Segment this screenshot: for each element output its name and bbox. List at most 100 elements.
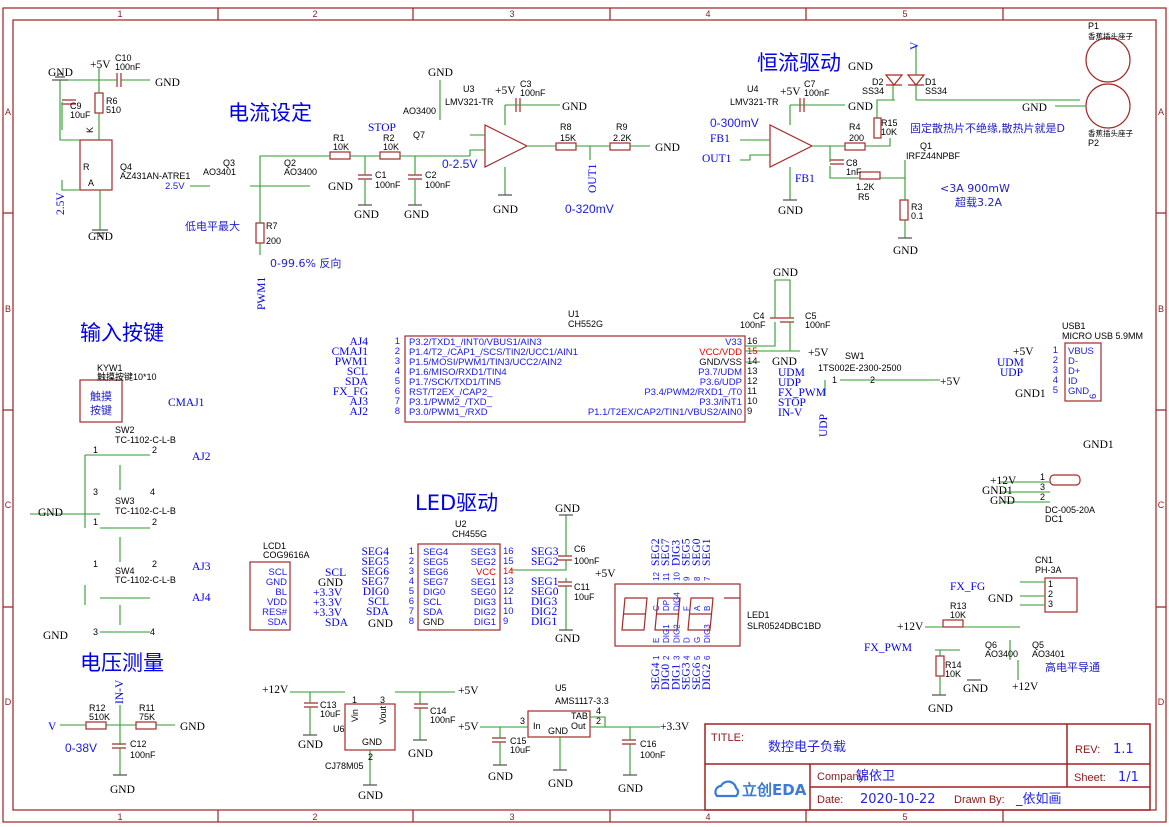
cc-driver-text: C7 <box>804 79 816 89</box>
schematic-labels: GND+5VC10100nFGNDC910uFR6510Q4AZ431AN-AT… <box>38 21 1143 807</box>
current-set-text: GND <box>354 209 379 221</box>
mcu-text: CH552G <box>568 319 603 329</box>
u2-pin-name: SEG6 <box>423 567 448 578</box>
pin-number: 14 <box>503 566 514 577</box>
power-text: 3 <box>380 695 385 705</box>
keys-text: CMAJ1 <box>168 397 205 409</box>
fan-text: FX_PWM <box>864 642 912 654</box>
cc-driver-text: LMV321-TR <box>730 97 779 107</box>
mcu-text: GND <box>773 267 798 279</box>
pin-number: 8 <box>409 616 414 627</box>
mcu-text: +5V <box>940 376 961 388</box>
current-set-text: +5V <box>90 59 111 71</box>
cc-driver-text: IRFZ44NPBF <box>906 151 961 161</box>
cc-driver-text: GND <box>1022 102 1047 114</box>
pin-number: 5 <box>409 586 414 597</box>
power-text: 2 <box>368 752 373 762</box>
current-amp-text: LMV321-TR <box>445 97 494 107</box>
keys-text: AJ3 <box>192 561 211 573</box>
u2-pin-name: SEG0 <box>471 587 496 598</box>
display-pin-name: DIG1 <box>662 624 671 643</box>
mcu-text: 1 <box>832 375 837 385</box>
current-set-text: A <box>88 178 94 188</box>
net-label: IN-V <box>778 407 803 419</box>
net-label: SEG7 <box>362 576 390 588</box>
cc-driver-text: 1nF <box>846 167 862 177</box>
cc-driver-text: FB1 <box>795 173 815 185</box>
voltage-text: 0-38V <box>65 741 97 755</box>
pin-number: 2 <box>662 655 671 660</box>
voltage-text: 510K <box>89 712 110 722</box>
u2-pin-name: SCL <box>423 597 441 608</box>
mcu-pin-name: P1.6/MISO/RXD1/TIN4 <box>409 367 507 378</box>
pin-number: 8 <box>693 576 702 581</box>
u2-pin-name: SEG3 <box>471 547 496 558</box>
cc-driver-text: U4 <box>747 84 759 94</box>
mcu-text: 1TS002E-2300-2500 <box>818 363 902 373</box>
net-label: GND <box>368 618 393 630</box>
mcu-text: 100nF <box>740 320 766 330</box>
cc-driver-text: +5V <box>780 86 801 98</box>
keys-text: 2 <box>152 559 157 569</box>
pin-number: 16 <box>503 546 514 557</box>
row-label: C <box>5 500 12 510</box>
net-label: SEG6 <box>362 566 390 578</box>
net-label: UDM <box>997 357 1024 369</box>
voltage-text: 100nF <box>130 750 156 760</box>
fan-text: 3 <box>1040 482 1045 492</box>
lcd1-body <box>249 561 291 631</box>
fan-text: PH-3A <box>1035 565 1062 575</box>
net-label: +3.3V <box>313 597 343 609</box>
led-driver-text: GND <box>555 503 580 515</box>
pin-number: 12 <box>652 572 661 581</box>
pin-number: 3 <box>409 566 414 577</box>
row-label: B <box>5 304 11 314</box>
net-label: SEG7 <box>660 538 672 566</box>
display-pin-name: G <box>693 637 702 643</box>
keys-text: SW2 <box>115 425 135 435</box>
current-set-text: K <box>85 127 95 133</box>
power-text: +5V <box>458 685 479 697</box>
keys-text: SW4 <box>115 566 135 576</box>
mcu-pin-name: P3.7/UDM <box>698 367 742 378</box>
lcd-text: COG9616A <box>263 550 310 560</box>
keys-text: 4 <box>150 487 155 497</box>
fan-text: DC-005-20A <box>1045 505 1095 515</box>
keys-text: 触摸 <box>90 389 112 403</box>
display-pin-name: DIG2 <box>672 624 681 643</box>
current-set-text: GND <box>404 209 429 221</box>
keys-text: TC-1102-C-L-B <box>115 435 176 445</box>
net-label: SEG2 <box>531 556 559 568</box>
cc-driver-text: 0.1 <box>911 211 924 221</box>
pin-number: 10 <box>747 396 758 407</box>
fan-text: GND <box>990 495 1015 507</box>
mcu-pin-name: P3.1/PWM2_/TXD_ <box>409 397 493 408</box>
current-set-text: C9 <box>70 101 82 111</box>
usb-pin-name: GND <box>1068 386 1089 397</box>
net-label: SCL <box>368 596 389 608</box>
lcd-pin-name: GND <box>266 577 287 588</box>
net-label: CMAJ1 <box>332 346 369 358</box>
row-label: A <box>5 107 11 117</box>
current-amp-text: OUT1 <box>587 163 599 193</box>
current-set-text: 100nF <box>375 180 401 190</box>
pin-number: 6 <box>1088 394 1099 399</box>
led-driver-text: C6 <box>574 544 586 554</box>
cc-driver-text: 200 <box>849 133 864 143</box>
power-text: AMS1117-3.3 <box>555 696 609 706</box>
cc-driver-text: SS34 <box>862 86 884 96</box>
current-amp-text: 100nF <box>520 88 546 98</box>
net-label: +5V <box>1013 346 1034 358</box>
u2-pin-name: SDA <box>423 607 443 618</box>
keys-text: 4 <box>150 627 155 637</box>
title-block-drawn-by: _依如画 <box>1015 791 1062 807</box>
fan-text: DC1 <box>1045 514 1063 524</box>
u2-pin-name: VCC <box>476 567 496 578</box>
cc-driver-text: GND <box>848 61 873 73</box>
net-label: FX_PWM <box>778 387 826 399</box>
pin-number: 13 <box>747 366 758 377</box>
banana-jack-p2 <box>1085 83 1131 129</box>
usb-pin-name: D- <box>1068 356 1078 367</box>
mcu-pin-name: RST/T2EX_/CAP2_ <box>409 387 493 398</box>
row-label: A <box>1158 107 1164 117</box>
